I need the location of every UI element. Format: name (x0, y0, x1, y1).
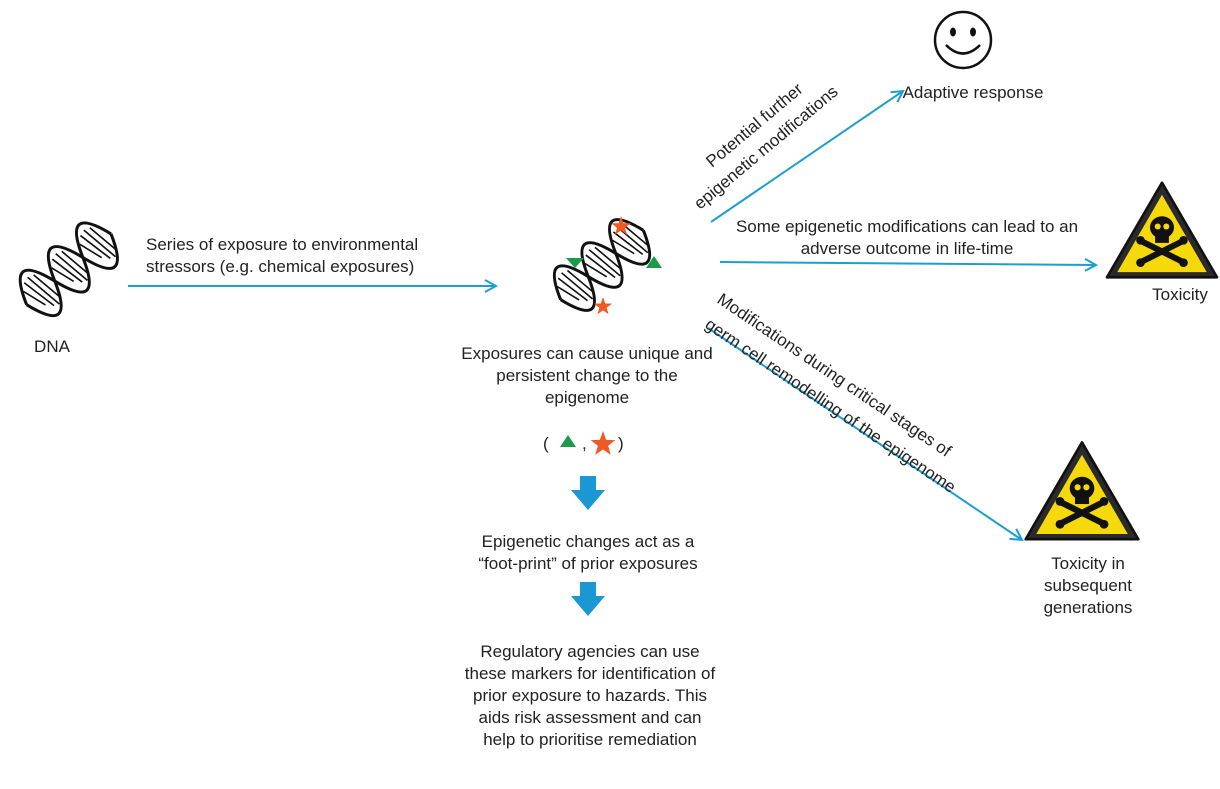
toxicity-generations-label: Toxicity in subsequent generations (1043, 554, 1133, 617)
legend-open: ( (543, 434, 549, 453)
adverse-arrow (719, 262, 1096, 265)
footprint-text: Epigenetic changes act as a “foot-print”… (478, 532, 698, 573)
regulatory-text: Regulatory agencies can use these marker… (464, 642, 716, 749)
dna-label: DNA (34, 337, 70, 356)
legend-star-icon (590, 431, 616, 455)
legend-comma: , (582, 434, 587, 453)
triangle-mark-icon (566, 258, 584, 268)
adaptive-arrow (710, 91, 903, 223)
exposure-label: Series of exposure to environmental stre… (146, 235, 419, 276)
adaptive-label: Adaptive response (902, 83, 1044, 102)
toxic-hazard-sign-icon (1026, 442, 1139, 539)
change-text: Exposures can cause unique and persisten… (461, 344, 713, 407)
toxicity-label: Toxicity (1152, 285, 1208, 304)
germline-arrow (707, 327, 1022, 540)
down-arrow-icon (571, 476, 605, 510)
star-mark-icon (611, 216, 631, 235)
germline-label-line2: germ cell remodelling of the epigenome (702, 315, 959, 497)
triangle-mark-icon (646, 256, 662, 268)
adverse-text: Some epigenetic modifications can lead t… (735, 217, 1079, 258)
down-arrow-icon (571, 582, 605, 616)
germline-label-line1: Modifications during critical stages of (714, 290, 955, 461)
legend-triangle-icon (560, 435, 576, 447)
toxic-hazard-sign-icon (1107, 183, 1217, 278)
smiley-face-icon (933, 10, 993, 70)
legend-close: ) (618, 434, 624, 453)
star-mark-icon (593, 297, 613, 315)
dna-helix-icon (7, 211, 131, 328)
